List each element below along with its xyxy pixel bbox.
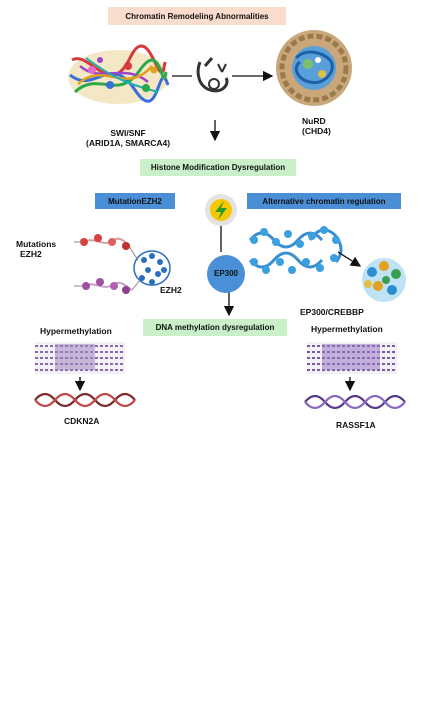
ep300-crebbp-label: EP300/CREBBP	[300, 307, 364, 317]
chromatin-chain-image	[248, 226, 343, 274]
alternative-chromatin-text: Alternative chromatin regulation	[262, 196, 386, 206]
swisnf-chromatin-image	[68, 44, 170, 104]
nurd-line2: (CHD4)	[302, 126, 331, 136]
ep300-circle: EP300	[207, 255, 245, 293]
ezh2-label: EZH2	[160, 285, 182, 295]
lightning-icon	[205, 194, 237, 226]
hypermethylation-right-label: Hypermethylation	[311, 324, 383, 334]
ep300-text: EP300	[213, 269, 239, 278]
dna-methylation-box: DNA methylation dysregulation	[143, 319, 287, 336]
alternative-chromatin-box: Alternative chromatin regulation	[247, 193, 401, 209]
mutations-line2: EZH2	[20, 249, 42, 259]
left-methylated-dna-image	[35, 342, 125, 374]
nurd-label: NuRD (CHD4)	[302, 116, 331, 136]
title-box: Chromatin Remodeling Abnormalities	[108, 7, 286, 25]
dna-methylation-text: DNA methylation dysregulation	[155, 323, 275, 332]
mutation-ezh2-text: MutationEZH2	[108, 196, 162, 206]
mutations-ezh2-label: Mutations EZH2	[16, 239, 56, 259]
swisnf-line1: SWI/SNF	[110, 128, 146, 138]
nurd-nucleosome-image	[276, 30, 352, 106]
rassf1a-label: RASSF1A	[336, 420, 376, 430]
mutations-line1: Mutations	[16, 239, 57, 249]
arrow-to-ep300-complex	[337, 251, 362, 267]
title: Chromatin Remodeling Abnormalities	[125, 11, 269, 21]
ep300-crebbp-complex-image	[362, 258, 406, 302]
cdkn2a-label: CDKN2A	[64, 416, 100, 426]
swisnf-line2: (ARID1A, SMARCA4)	[86, 138, 171, 148]
histone-modification-box: Histone Modification Dysregulation	[140, 159, 296, 176]
mutation-ezh2-box: MutationEZH2	[95, 193, 175, 209]
hypermethylation-left-label: Hypermethylation	[40, 326, 112, 336]
swisnf-label: SWI/SNF (ARID1A, SMARCA4)	[86, 128, 170, 148]
mutation-ezh2-image	[74, 234, 171, 294]
right-methylated-dna-image	[307, 342, 397, 374]
nurd-line1: NuRD	[302, 116, 326, 126]
right-dna-helix-image	[304, 394, 406, 410]
left-dna-helix-image	[34, 392, 136, 408]
histone-box-text: Histone Modification Dysregulation	[150, 163, 286, 172]
remodeler-protein-icon	[196, 57, 229, 93]
